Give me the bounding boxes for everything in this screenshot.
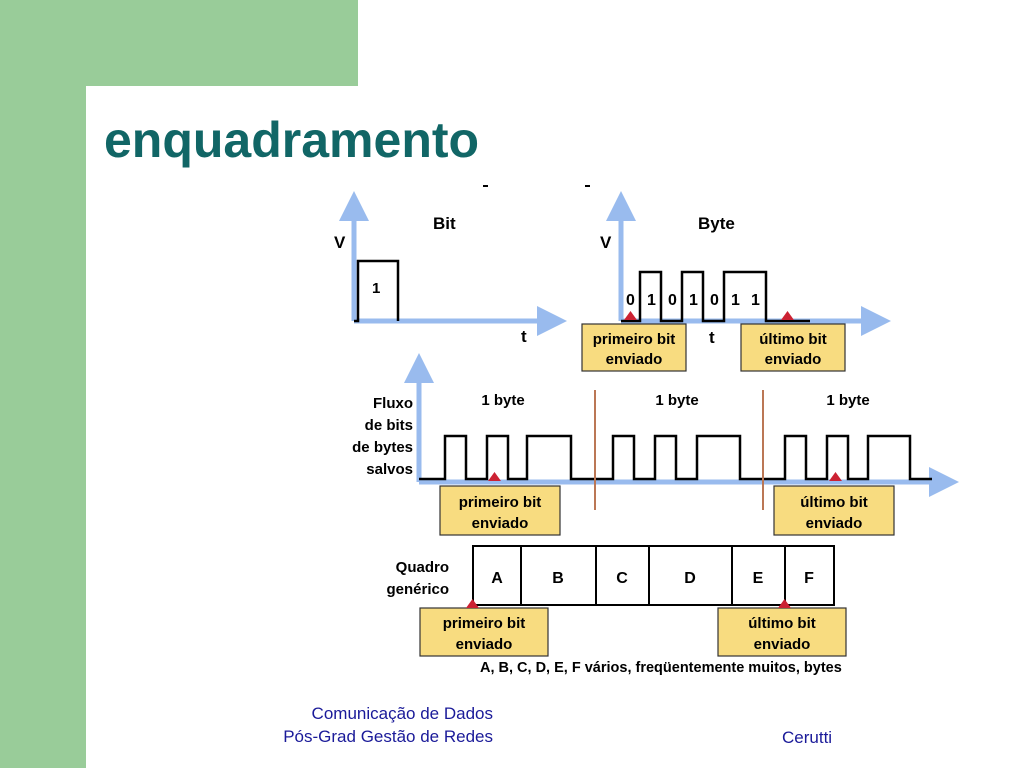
frame-field-e: E [753,570,764,587]
frame-field-a: A [491,570,503,587]
frame-first-callout-line2: enviado [456,636,513,653]
bit-pulse-label: 1 [372,280,380,297]
footer-program: Pós-Grad Gestão de Redes [283,727,493,746]
left-green-band [0,0,86,768]
frame-field-c: C [616,570,628,587]
byte-title: Byte [698,214,735,233]
byte-first-marker [624,311,637,320]
bit-v-label: V [334,233,346,252]
frame-caption: A, B, C, D, E, F vários, freqüentemente … [480,660,842,676]
byte-first-callout [581,323,687,372]
stream-first-callout-line2: enviado [472,515,529,532]
byte-waveform [621,270,810,323]
byte-bit-2: 0 [668,292,677,309]
bit-title: Bit [433,214,456,233]
stream-byte-label-2: 1 byte [655,392,698,409]
frame-label-line2: genérico [386,581,449,598]
byte-last-callout-line2: enviado [765,351,822,368]
bit-pulse [354,259,400,323]
frame-first-callout [419,607,549,657]
byte-bit-5: 1 [731,292,740,309]
byte-bit-3: 1 [689,292,698,309]
frame-box [472,545,835,606]
stream-byte-label-1: 1 byte [481,392,524,409]
footer-course: Comunicação de Dados [311,704,493,723]
footer-author: Cerutti [782,728,833,747]
frame-last-callout [717,607,847,657]
byte-last-callout-line1: último bit [759,331,827,348]
frame-field-d: D [684,570,696,587]
byte-bit-4: 0 [710,292,719,309]
framing-diagram: Bit V 1 t Byte V 0 1 0 1 0 1 1 t primeir… [320,176,960,686]
byte-panel: Byte V 0 1 0 1 0 1 1 t primeiro bit envi… [581,191,891,372]
stream-byte-label-3: 1 byte [826,392,869,409]
byte-bit-6: 1 [751,292,760,309]
stream-ylabel-line1: Fluxo [373,395,413,412]
frame-last-callout-line2: enviado [754,636,811,653]
frame-last-callout-line1: último bit [748,615,816,632]
byte-bit-0: 0 [626,292,635,309]
footer-course-info: Comunicação de Dados Pós-Grad Gestão de … [283,702,493,748]
frame-label-line1: Quadro [396,559,449,576]
frame-first-callout-line1: primeiro bit [443,615,526,632]
content-panel [86,86,1024,768]
stream-ylabel-line3: de bytes [352,439,413,456]
byte-first-callout-line1: primeiro bit [593,331,676,348]
frame-panel: Quadro genérico A B C D E F primeiro bit… [386,545,847,676]
slide-title: enquadramento [104,112,480,168]
bit-t-label: t [521,327,527,346]
byte-first-callout-line2: enviado [606,351,663,368]
frame-field-b: B [552,570,564,587]
byte-bit-1: 1 [647,292,656,309]
frame-last-marker [778,599,791,608]
stream-ylabel-line2: de bits [365,417,413,434]
stream-last-callout-line1: último bit [800,494,868,511]
stream-first-marker [488,472,501,481]
stream-last-marker [829,472,842,481]
stream-waveform [419,434,932,481]
stream-panel: Fluxo de bits de bytes salvos 1 byte 1 b… [352,353,959,536]
stream-last-callout-line2: enviado [806,515,863,532]
stream-ylabel-line4: salvos [366,461,413,478]
frame-field-f: F [804,570,814,587]
frame-first-marker [466,599,479,608]
byte-t-label: t [709,328,715,347]
stream-first-callout [439,485,561,536]
byte-v-label: V [600,233,612,252]
stream-last-callout [773,485,895,536]
stream-first-callout-line1: primeiro bit [459,494,542,511]
byte-last-marker [781,311,794,320]
bit-panel: Bit V 1 t [334,191,567,346]
byte-last-callout [740,323,846,372]
top-green-band [0,0,358,86]
